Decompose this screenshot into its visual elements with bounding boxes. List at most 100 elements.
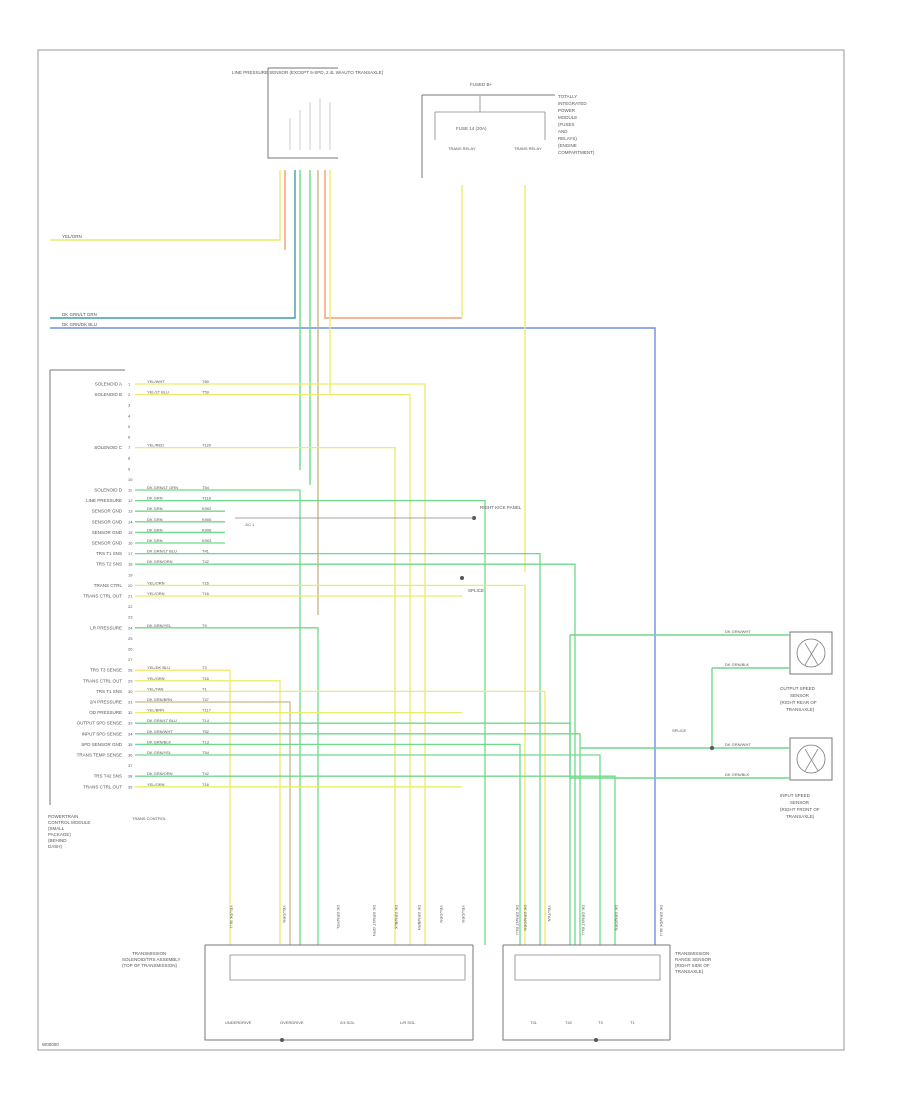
pcm-wire-circuit-label: T47 [202,697,210,702]
pcm-wire-circuit-label: T16 [202,782,210,787]
pcm-pin-label: SPD SENSOR GND [81,742,123,747]
bottom-wire-label: DK GRN/LT GRN [372,905,377,936]
svg-text:TRANSMISSION: TRANSMISSION [132,951,166,956]
pcm-pin-number: 14 [128,519,133,524]
pcm-wire-color-label: YEL/BRN [147,708,164,713]
trans-relay-label-2: TRANS RELAY [514,146,542,151]
pcm-pin-number: 32 [128,710,133,715]
pcm-pin-label: SOLENOID A [95,382,122,387]
pcm-pin-label: TRANS CTRL OUT [83,678,122,683]
svg-text:(TOP OF TRANSMISSION): (TOP OF TRANSMISSION) [122,963,178,968]
pcm-pin-number: 29 [128,678,133,683]
pcm-pin-row: 29 TRANS CTRL OUT [83,678,133,683]
pcm-pin-label: LR PRESSURE [90,625,122,630]
pcm-wire-circuit-label: T13 [202,739,210,744]
pcm-wire [135,552,541,945]
bottom-wire-label: YEL/ORN [439,905,444,923]
pcm-wire-color-label: YEL/DK BLU [147,665,170,670]
pcm-wire-color-label: DK GRN/LT GRN [147,485,178,490]
svg-text:RELAYS): RELAYS) [558,136,577,141]
pcm-pin-number: 24 [128,625,133,630]
solenoid-pack: TRANSMISSION SOLENOID/TRS ASSEMBLY (TOP … [122,944,474,1042]
svg-text:TRANSMISSION: TRANSMISSION [675,951,709,956]
pcm-pin-label: TRS T1 SNS [96,689,122,694]
pcm-pin-number: 31 [128,700,133,705]
range-sensor: TRANSMISSION RANGE SENSOR (RIGHT SIDE OF… [502,944,712,1042]
pcm-pin-row: 35 SPD SENSOR GND [81,742,133,747]
pcm-pin-number: 18 [128,562,133,567]
pcm-pin-label: SENSOR GND [92,541,123,546]
pcm-wire-color-label: DK GRN/BRN [147,697,172,702]
svg-text:(SMALL: (SMALL [48,826,65,831]
fuse-link-label: FUSE 14 (20A) [456,126,487,131]
pcm-pin-label: SOLENOID D [94,488,123,493]
svg-text:SOLENOID/TRS ASSEMBLY: SOLENOID/TRS ASSEMBLY [122,957,180,962]
pcm-pin-label: SENSOR GND [92,509,123,514]
bottom-wire-label: DK GRN/BRN [417,905,422,930]
pcm-wire [135,489,301,945]
tipm-module: FUSED B+ FUSE 14 (20A) TRANS RELAY TRANS… [421,82,595,178]
pcm-wire-circuit-label: T118 [202,496,212,501]
pcm-pin-number: 30 [128,689,133,694]
bottom-wires: YEL/DK BLU YEL/ORN DK GRN/YEL DK GRN/LT GRN… [229,905,664,936]
pcm-wire [135,754,601,945]
pcm-wire-color-label: DK GRN [147,538,163,543]
pcm-wire [135,383,426,945]
svg-text:T1: T1 [630,1020,635,1025]
pcm-pin-label: INPUT SPD SENSE [82,731,122,736]
pcm-wire [135,743,521,945]
pcm-pin-label: TRS T42 SNS [94,774,122,779]
bottom-wire-label: DK GRN/LT BLU [515,905,520,935]
pcm-wire-color-label: YEL/LT BLU [147,390,169,395]
pcm-wire [135,563,576,945]
pcm-pin-label: OUTPUT SPD SENSE [77,721,122,726]
bottom-wire-label: DK GRN/ORN [614,905,619,931]
svg-text:AND: AND [558,129,568,134]
pcm-pin-number: 23 [128,615,133,620]
bottom-wire-label: DK GRN/ORN [523,905,528,931]
pcm-wire-color-label: DK GRN/LT BLU [147,549,177,554]
pcm-pin-row: 23 [128,615,133,620]
bottom-wire-label: DK GRN/YEL [336,905,341,930]
pcm-pin-number: 9 [128,466,131,471]
pcm-pin-row: 6 [128,435,131,440]
pcm-pin-label: TRANS CTRL OUT [83,594,122,599]
svg-text:RANGE SENSOR: RANGE SENSOR [675,957,712,962]
pcm-wire-color-label: DK GRN/YEL [147,750,172,755]
pcm-wire-circuit-label: K902 [202,506,212,511]
pcm-pin-label: 2/4 PRESSURE [90,700,122,705]
svg-text:DK GRN/WHT: DK GRN/WHT [725,629,751,634]
svg-text:TRANSAXLE): TRANSAXLE) [786,707,815,712]
line-pressure-sensor-pins [289,98,331,150]
pcm-wire [135,775,616,945]
pcm-wire-circuit-label: T16 [202,580,210,585]
pcm-pin-row: 27 [128,657,133,662]
pcm-wire-circuit-label: T16 [202,676,210,681]
svg-text:(RIGHT SIDE OF: (RIGHT SIDE OF [675,963,710,968]
pcm-wire-circuit-label: T9 [202,623,207,628]
pcm-pin-label: SENSOR GND [92,519,123,524]
pcm-pin-number: 35 [128,742,133,747]
bottom-wire-label: YEL/DK BLU [229,905,234,928]
pcm-pin-number: 15 [128,530,133,535]
svg-text:SENSOR: SENSOR [790,693,810,698]
pcm-wire [135,627,319,945]
bottom-wire-label: YEL/TAN [547,905,552,921]
pcm-pin-number: 2 [128,392,131,397]
pcm-wire-circuit-label: T54 [202,485,210,490]
top-wire-label-2: DK GRN/LT GRN [62,312,97,317]
svg-text:T3: T3 [598,1020,603,1025]
pcm-wire [135,701,291,945]
pcm-pin-number: 37 [128,763,133,768]
pcm-pin-row: 30 TRS T1 SNS [96,689,133,694]
pcm-wire-color-label: YEL/RED [147,443,164,448]
bottom-wire-label: DK GRN/BLK [394,905,399,930]
